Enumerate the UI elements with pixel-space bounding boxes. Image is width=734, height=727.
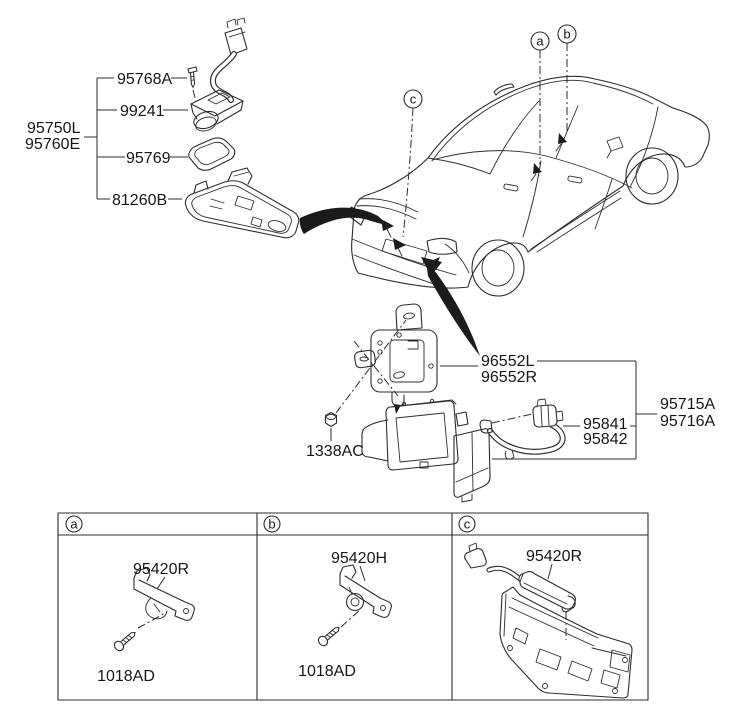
screw-illustration bbox=[187, 66, 198, 102]
callout-a-letter: a bbox=[536, 34, 544, 49]
taillight-right bbox=[426, 237, 458, 255]
part-label-harness-line2: 95842 bbox=[583, 431, 628, 448]
arrow-car-to-module bbox=[426, 260, 480, 356]
car-roof-line bbox=[431, 79, 654, 162]
flow-arrows bbox=[299, 207, 480, 356]
callout-c-letter: c bbox=[410, 92, 417, 107]
part-label-assembly-line1: 95750L bbox=[27, 120, 80, 137]
screw-a-illustration bbox=[113, 631, 136, 652]
part-label-gasket: 95769 bbox=[126, 150, 171, 167]
callout-b-letter: b bbox=[563, 27, 570, 42]
car-beltline bbox=[431, 150, 633, 189]
rear-wheel bbox=[471, 239, 525, 297]
rear-wheel-inner bbox=[481, 249, 515, 287]
car-sill-lines bbox=[530, 190, 622, 253]
rear-panel-illustration bbox=[499, 586, 633, 699]
table-callout-b-circle bbox=[263, 515, 281, 533]
part-label-nut: 1338AC bbox=[306, 443, 364, 460]
callout-c-leader bbox=[402, 107, 414, 238]
callout-a-circle bbox=[530, 31, 550, 51]
part-label-module-assembly-line2: 95716A bbox=[660, 413, 715, 430]
table-cell-c: 95420R bbox=[464, 542, 633, 699]
part-label-bracket-line1: 96552L bbox=[481, 353, 534, 370]
table-cell-b: 95420H 1018AD bbox=[298, 550, 392, 680]
car-door-seams bbox=[522, 160, 613, 238]
part-label-module-assembly-line1: 95715A bbox=[660, 396, 715, 413]
callout-c-circle bbox=[403, 89, 423, 109]
camera-illustration bbox=[190, 17, 248, 132]
harness-illustration bbox=[479, 398, 566, 460]
car-side-mirror bbox=[606, 136, 624, 159]
table-callout-c-letter: c bbox=[464, 517, 471, 532]
arrow-housing-to-car bbox=[299, 207, 389, 234]
roof-antenna-fin bbox=[493, 83, 515, 96]
arrow-car-to-module-head bbox=[421, 257, 442, 276]
part-label-housing: 81260B bbox=[112, 192, 167, 209]
cell-b-part-label: 95420H bbox=[331, 550, 387, 567]
trunk-seams bbox=[356, 198, 419, 220]
vehicle-callouts: a b c bbox=[402, 24, 577, 238]
car-door-handle-rear bbox=[503, 183, 519, 192]
license-plate-recess bbox=[381, 238, 428, 265]
relay-module-illustration bbox=[361, 398, 491, 503]
cell-a-fastener-label: 1018AD bbox=[97, 668, 155, 685]
table-column-lines bbox=[256, 512, 453, 701]
car-deck-line bbox=[427, 157, 491, 175]
car-body-outline bbox=[351, 75, 710, 289]
car-door-handle-front bbox=[567, 175, 583, 184]
bracket-b-illustration bbox=[339, 564, 392, 618]
part-label-camera: 99241 bbox=[120, 103, 165, 120]
vehicle-illustration bbox=[348, 75, 710, 297]
part-label-bracket-line2: 96552R bbox=[481, 369, 537, 386]
camera-parts-group: 95768A 99241 95750L 95760E 95769 81260B bbox=[25, 17, 300, 239]
quarter-panel-line bbox=[444, 243, 470, 274]
module-parts-group: 96552L 96552R 95715A 95716A 95841 95842 … bbox=[306, 303, 715, 503]
table-callout-b-letter: b bbox=[268, 517, 275, 532]
cell-b-fastener-label: 1018AD bbox=[298, 663, 356, 680]
screw-b-illustration bbox=[317, 626, 340, 647]
table-callout-a-letter: a bbox=[70, 517, 78, 532]
table-cell-a: 95420R 1018AD bbox=[97, 561, 195, 685]
cell-a-part-label: 95420R bbox=[133, 561, 189, 578]
table-callout-a-circle bbox=[65, 515, 83, 533]
camera-housing-illustration bbox=[184, 167, 300, 239]
car-c-pillar bbox=[489, 100, 540, 175]
table-border bbox=[57, 512, 649, 701]
front-wheel-inner bbox=[635, 157, 669, 195]
part-label-screw: 95768A bbox=[117, 71, 172, 88]
antenna-illustration bbox=[464, 542, 576, 640]
part-label-assembly-line2: 95760E bbox=[25, 136, 80, 153]
front-wheel bbox=[625, 147, 679, 205]
gasket-illustration bbox=[188, 137, 236, 171]
part-label-harness-line1: 95841 bbox=[583, 416, 628, 433]
car-a-pillar bbox=[629, 106, 659, 188]
table-callout-c-circle bbox=[458, 515, 476, 533]
callout-b-circle bbox=[557, 24, 577, 44]
bracket-a-illustration bbox=[133, 567, 195, 621]
nut-illustration bbox=[324, 319, 407, 441]
cell-c-part-label: 95420R bbox=[526, 548, 582, 565]
reference-table: a b c 95420R 1018AD 954 bbox=[57, 512, 649, 701]
